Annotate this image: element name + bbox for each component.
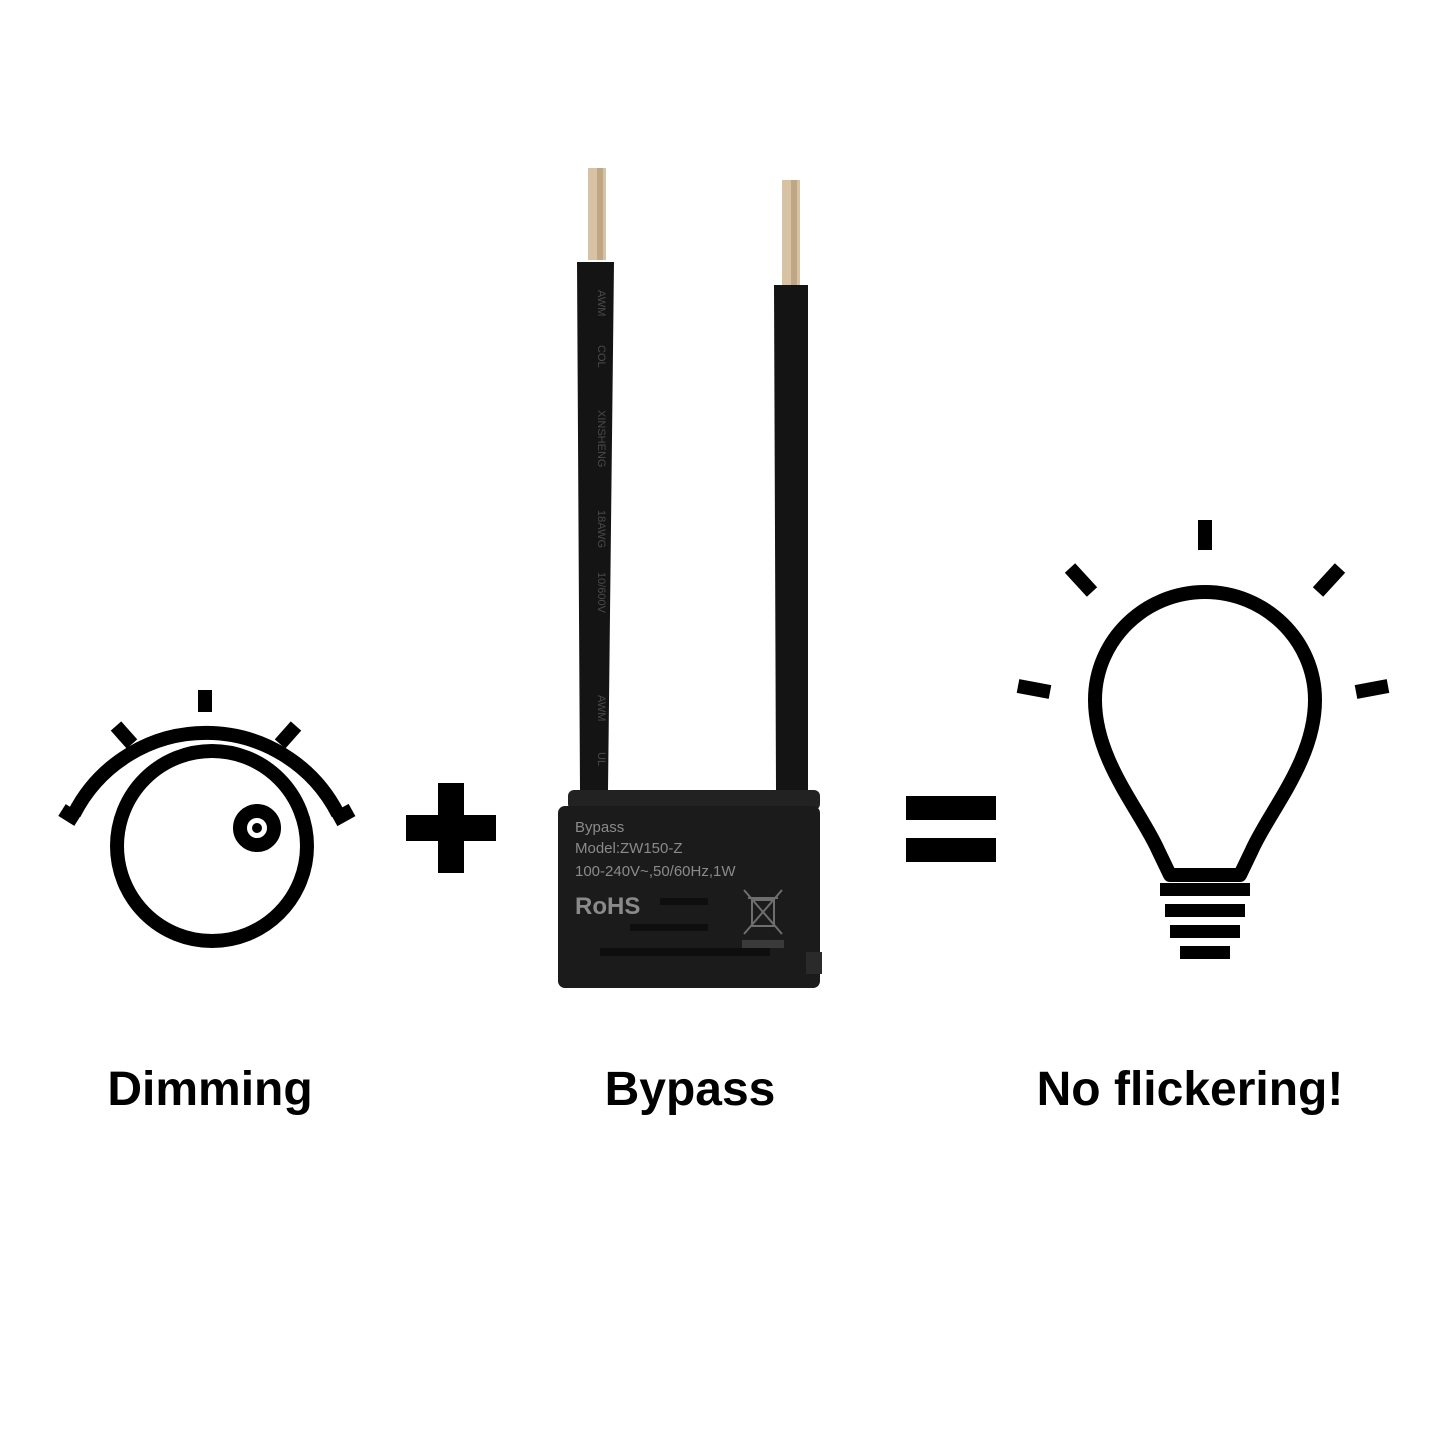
dimmer-indicator-dot — [252, 823, 262, 833]
device-label-line1: Bypass — [575, 819, 624, 836]
dimmer-tick-left — [110, 721, 138, 749]
device-slot — [630, 924, 708, 931]
wire-print-awm-bottom: AWM — [595, 695, 607, 721]
left-wire — [577, 262, 614, 790]
caption-no-flickering: No flickering! — [1036, 1063, 1344, 1116]
bulb-ray-upper-left — [1064, 563, 1098, 597]
bypass-device: AWM COL XINSHENG 18AWG 10/600V AWM UL By… — [558, 168, 822, 988]
plus-vertical-bar — [438, 783, 464, 873]
bulb-base-band — [1170, 925, 1240, 938]
device-label: Bypass Model:ZW150-Z 100-240V~,50/60Hz,1… — [575, 819, 736, 920]
device-slot — [600, 948, 770, 956]
bulb-base-band — [1165, 904, 1245, 917]
device-side-clip — [806, 952, 822, 974]
plus-icon — [406, 783, 496, 873]
caption-bypass: Bypass — [604, 1063, 776, 1116]
bulb-glass — [1088, 585, 1322, 882]
equals-bottom-bar — [906, 838, 996, 862]
right-wire — [774, 285, 808, 790]
dimmer-knob-icon — [58, 690, 356, 948]
wire-print-maker: XINSHENG — [595, 410, 607, 467]
bulb-ray-upper-right — [1312, 563, 1346, 597]
caption-dimming: Dimming — [107, 1063, 313, 1116]
wire-print: AWM COL XINSHENG 18AWG 10/600V AWM UL — [595, 290, 607, 766]
bulb-rays — [1016, 520, 1390, 699]
equals-top-bar — [906, 796, 996, 820]
dimmer-indicator-ring — [233, 804, 281, 852]
wire-print-rating: 10/600V — [595, 572, 607, 614]
bulb-ray-right — [1354, 679, 1390, 699]
device-bar-mark — [742, 940, 784, 948]
bulb-base-band — [1160, 883, 1250, 896]
equals-icon — [906, 796, 996, 862]
dimmer-scale-endcap-right — [330, 803, 356, 827]
device-slot — [660, 898, 708, 905]
dimmer-scale-arc — [67, 726, 345, 818]
device-label-line3: 100-240V~,50/60Hz,1W — [575, 863, 736, 880]
wire-print-awm-top: AWM — [595, 290, 607, 316]
dimmer-scale-endcap-left — [58, 804, 82, 826]
dimmer-tick-right — [274, 721, 302, 749]
bulb-ray-left — [1016, 679, 1052, 699]
crossed-out-bin-icon — [743, 889, 783, 935]
wire-print-col: COL — [595, 345, 607, 368]
device-top-ridge — [568, 790, 820, 810]
bin-cross-b — [743, 889, 783, 935]
device-label-line2: Model:ZW150-Z — [575, 840, 683, 857]
left-wire-tip-shade — [597, 168, 603, 260]
dimmer-knob-circle — [110, 744, 314, 948]
bin-body — [751, 899, 775, 927]
right-wire-tip-shade — [791, 180, 797, 285]
bulb-base-tip — [1180, 946, 1230, 959]
device-rohs: RoHS — [575, 893, 640, 920]
wire-print-gauge: 18AWG — [595, 510, 607, 548]
light-bulb-icon — [1016, 520, 1390, 959]
wire-print-mark: UL — [595, 752, 607, 766]
